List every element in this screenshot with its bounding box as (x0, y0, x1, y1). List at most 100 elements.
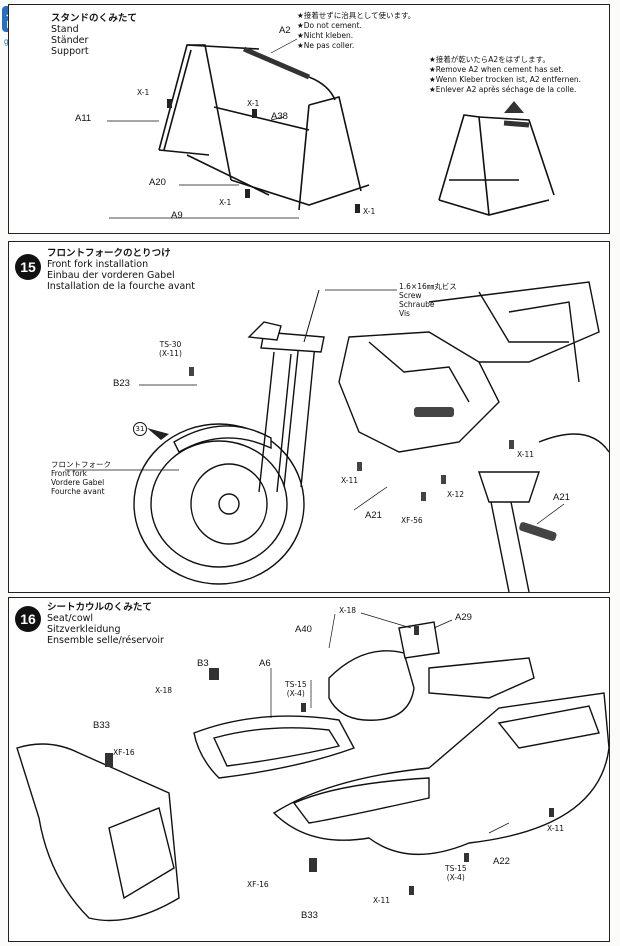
part-label-a29: A29 (455, 612, 472, 623)
screw-label: X-11 (517, 450, 535, 459)
screw-icon (167, 99, 172, 108)
part-label-a11: A11 (75, 113, 92, 124)
callout-line: フロントフォーク (51, 460, 111, 469)
screw-label: X-11 (373, 896, 391, 905)
screw-icon (509, 440, 514, 449)
title-en: Stand (51, 24, 79, 35)
step-16-panel: 16 シートカウルのくみたて Seat/cowl Sitzverkleidung… (8, 597, 610, 942)
part-label-a38: A38 (271, 111, 288, 122)
step-14-panel: スタンドのくみたて Stand Ständer Support ★接着せずに治具… (8, 4, 610, 234)
callout-line: TS-30 (159, 340, 182, 349)
screw-label: X-1 (363, 207, 376, 216)
seat-cowl-illustration (16, 612, 609, 922)
part-label-a21-detail: A21 (553, 492, 570, 503)
part-label-a6: A6 (259, 658, 271, 669)
screw-label: X-1 (247, 99, 260, 108)
part-label-a9: A9 (171, 210, 183, 221)
callout-line: (X-11) (159, 349, 182, 358)
ts15-callout: TS-15 (X-4) (285, 680, 307, 698)
title-fr: Support (51, 46, 89, 57)
part-b3 (209, 668, 219, 680)
title-de: Sitzverkleidung (47, 624, 121, 635)
callout-line: Vordere Gabel (51, 478, 105, 487)
note-line: ★Nicht kleben. (297, 31, 354, 40)
part-b33 (309, 858, 317, 872)
screw-icon (355, 204, 360, 213)
motorcycle-front-fork-illustration (65, 281, 609, 592)
screw-icon (357, 462, 362, 471)
title-de: Ständer (51, 35, 89, 46)
note-remove-a2: ★接着が乾いたらA2をはずします。 ★Remove A2 when cement… (429, 55, 581, 95)
screw-icon (421, 492, 426, 501)
callout-line: (X-4) (446, 873, 465, 882)
detail-ref-31: 31 (133, 422, 147, 436)
paint-label: XF-56 (401, 516, 423, 525)
callout-line: 1.6×16㎜丸ビス (399, 282, 457, 291)
screw-icon (441, 475, 446, 484)
step-number: 16 (15, 606, 41, 632)
ts30-callout: TS-30 (X-11) (159, 340, 182, 358)
screw-icon (252, 109, 257, 118)
callout-line: Fourche avant (51, 487, 105, 496)
screw-label: X-12 (447, 490, 465, 499)
note-line: ★Remove A2 when cement has set. (429, 65, 564, 74)
title-fr: Ensemble selle/réservoir (47, 635, 164, 646)
title-en: Front fork installation (47, 259, 149, 270)
ts15-callout: TS-15 (X-4) (445, 864, 467, 882)
screw-icon (414, 626, 419, 635)
part-label-b23: B23 (113, 378, 130, 389)
part-label-a22: A22 (493, 856, 510, 867)
note-line: ★接着せずに治具として使います。 (297, 11, 416, 20)
step-15-panel: 15 フロントフォークのとりつけ Front fork installation… (8, 241, 610, 593)
note-line: ★Ne pas coller. (297, 41, 355, 50)
title-jp: シートカウルのくみたて (47, 602, 152, 613)
part-b33 (105, 753, 113, 767)
callout-line: Front fork (51, 469, 88, 478)
step-16-title: シートカウルのくみたて Seat/cowl Sitzverkleidung En… (47, 602, 164, 646)
screw-callout: 1.6×16㎜丸ビス Screw Schraube Vis (399, 282, 457, 318)
screw-label: X-18 (339, 606, 357, 615)
note-do-not-cement: ★接着せずに治具として使います。 ★Do not cement. ★Nicht … (297, 11, 415, 51)
title-fr: Installation de la fourche avant (47, 281, 196, 292)
screw-icon (301, 703, 306, 712)
title-jp: フロントフォークのとりつけ (47, 248, 171, 259)
part-label-a20: A20 (149, 177, 166, 188)
shock-part (519, 522, 557, 541)
screw-icon (409, 886, 414, 895)
screw-label: X-11 (341, 476, 359, 485)
note-line: ★Enlever A2 après séchage de la colle. (429, 85, 577, 94)
title-en: Seat/cowl (47, 613, 94, 624)
step-number: 15 (15, 254, 41, 280)
part-label-b3: B3 (197, 658, 209, 669)
arrow-icon (147, 428, 169, 440)
screw-label: X-18 (155, 686, 173, 695)
step-15-title: フロントフォークのとりつけ Front fork installation Ei… (47, 248, 195, 292)
part-label-a40: A40 (295, 624, 312, 635)
part-label-b33-lower: B33 (301, 910, 318, 921)
arrow-up-icon (504, 101, 524, 113)
callout-line: Vis (399, 309, 410, 318)
note-line: ★Wenn Kleber trocken ist, A2 entfernen. (429, 75, 582, 84)
callout-line: Schraube (399, 300, 435, 309)
screw-icon (245, 189, 250, 198)
shock-part (414, 407, 454, 417)
callout-line: TS-15 (445, 864, 467, 873)
step-14-title: スタンドのくみたて Stand Ständer Support (51, 13, 137, 57)
screw-icon (464, 853, 469, 862)
screw-label: X-1 (137, 88, 150, 97)
paint-label: XF-16 (247, 880, 269, 889)
screw-label: X-11 (547, 824, 565, 833)
screw-icon (189, 367, 194, 376)
callout-line: Screw (399, 291, 422, 300)
stand-illustration (107, 38, 555, 219)
note-line: ★接着が乾いたらA2をはずします。 (429, 55, 550, 64)
callout-line: (X-4) (286, 689, 305, 698)
paint-label: XF-16 (113, 748, 135, 757)
fork-callout: フロントフォーク Front fork Vordere Gabel Fourch… (51, 460, 111, 496)
part-label-a2: A2 (279, 25, 291, 36)
callout-line: TS-15 (285, 680, 307, 689)
note-line: ★Do not cement. (297, 21, 362, 30)
screw-label: X-1 (219, 198, 232, 207)
part-label-b33: B33 (93, 720, 110, 731)
